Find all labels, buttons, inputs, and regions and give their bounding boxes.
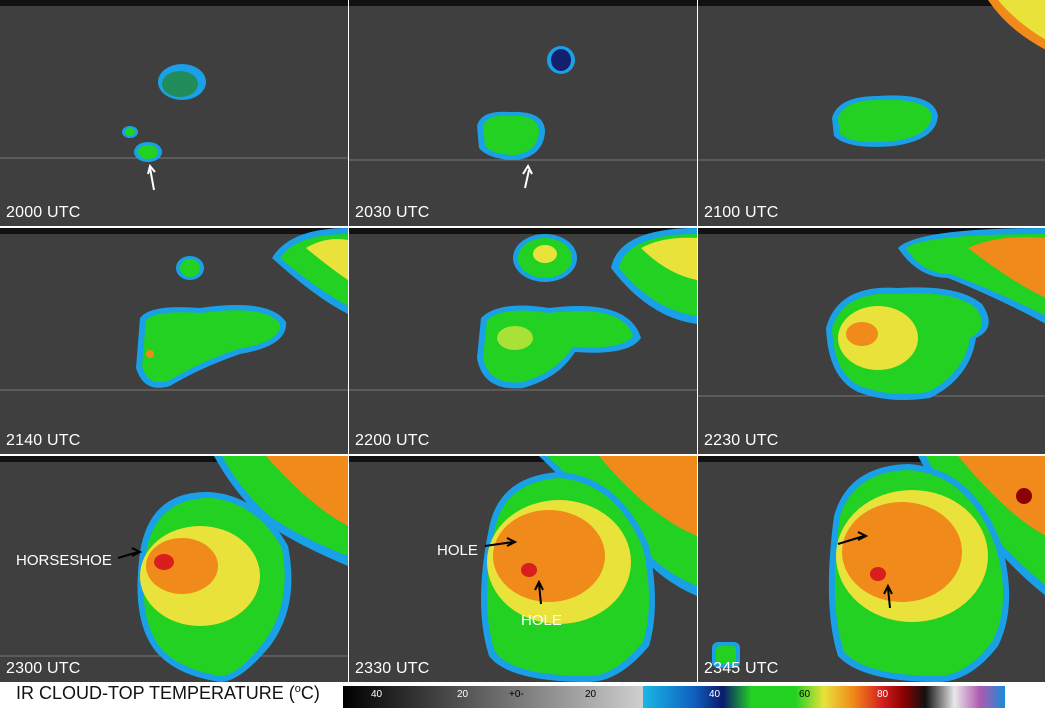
panel-colorstrip bbox=[0, 228, 348, 234]
cloud-image bbox=[481, 456, 697, 682]
cloud-image bbox=[349, 228, 697, 391]
colorbar-tick: 40 bbox=[371, 689, 383, 700]
colorbar-label-text: IR CLOUD-TOP TEMPERATURE ( bbox=[16, 683, 295, 703]
colorbar-tick: 40 bbox=[709, 689, 721, 700]
panel-2230: 2230 UTC bbox=[698, 228, 1045, 454]
cloud-image bbox=[0, 456, 348, 682]
panel-colorstrip bbox=[0, 0, 348, 6]
timestamp-label: 2300 UTC bbox=[6, 660, 81, 677]
panel-2330: HOLE HOLE 2330 UTC bbox=[349, 456, 697, 682]
annotation-hole-bottom: HOLE bbox=[521, 612, 562, 629]
colorbar-label-unit: C) bbox=[300, 683, 320, 703]
timestamp-label: 2100 UTC bbox=[704, 204, 779, 221]
panel-2030: 2030 UTC bbox=[349, 0, 697, 226]
panel-colorstrip bbox=[0, 456, 348, 462]
annotation-hole-top: HOLE bbox=[437, 542, 478, 559]
timestamp-label: 2140 UTC bbox=[6, 432, 81, 449]
cloud-image bbox=[712, 456, 1045, 682]
panel-2100: 2100 UTC bbox=[698, 0, 1045, 226]
colorbar-tick: 20 bbox=[457, 689, 469, 700]
colorbar-label: IR CLOUD-TOP TEMPERATURE (oC) bbox=[16, 683, 320, 704]
colorbar-tick: 20 bbox=[585, 689, 597, 700]
timestamp-label: 2030 UTC bbox=[355, 204, 430, 221]
panel-colorstrip bbox=[349, 228, 697, 234]
panel-2345: 2345 UTC bbox=[698, 456, 1045, 682]
timestamp-label: 2200 UTC bbox=[355, 432, 430, 449]
cloud-image bbox=[0, 64, 348, 191]
annotation-horseshoe: HORSESHOE bbox=[16, 552, 112, 569]
colorbar-label-degree: o bbox=[294, 683, 301, 695]
panel-2140: 2140 UTC bbox=[0, 228, 348, 454]
colorbar-tick: +0- bbox=[509, 689, 524, 700]
cloud-image bbox=[698, 0, 1045, 161]
colorbar-tick: 60 bbox=[799, 689, 811, 700]
panel-colorstrip bbox=[698, 456, 1045, 462]
colorbar-tick: 80 bbox=[877, 689, 889, 700]
timestamp-label: 2330 UTC bbox=[355, 660, 430, 677]
panel-colorstrip bbox=[349, 0, 697, 6]
panel-colorstrip bbox=[698, 228, 1045, 234]
cloud-image bbox=[0, 228, 348, 391]
panel-2300: HORSESHOE 2300 UTC bbox=[0, 456, 348, 682]
panel-2000: 2000 UTC bbox=[0, 0, 348, 226]
timestamp-label: 2345 UTC bbox=[704, 660, 779, 677]
panel-colorstrip bbox=[698, 0, 1045, 6]
timestamp-label: 2000 UTC bbox=[6, 204, 81, 221]
temperature-colorbar: 40 20 +0- 20 40 60 80 bbox=[343, 686, 1005, 708]
panel-2200: 2200 UTC bbox=[349, 228, 697, 454]
cloud-image bbox=[698, 228, 1045, 400]
cloud-image bbox=[349, 46, 697, 189]
panel-colorstrip bbox=[349, 456, 697, 462]
timestamp-label: 2230 UTC bbox=[704, 432, 779, 449]
satellite-panel-grid: 2000 UTC 2030 UTC 2100 UTC bbox=[0, 0, 1045, 682]
